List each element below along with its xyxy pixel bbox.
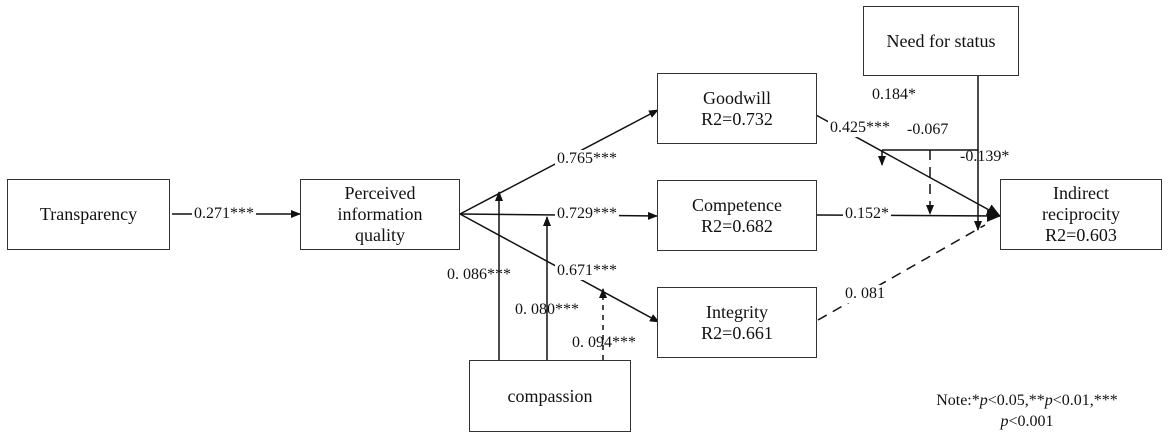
node-piq-label-2: information	[337, 204, 423, 224]
coef-piq-integrity: 0.671***	[555, 262, 619, 280]
node-need-for-status: Need for status	[863, 6, 1019, 76]
node-piq-label-3: quality	[355, 225, 405, 245]
coef-status-goodwill-ir: 0.184*	[872, 86, 916, 103]
node-ir-r2: R2=0.603	[1045, 225, 1117, 245]
coef-compassion-goodwill: 0. 086***	[447, 266, 511, 283]
coef-competence-ir: 0.152*	[843, 205, 891, 223]
coef-status-competence-ir: -0.067	[905, 121, 951, 139]
node-ir-label-1: Indirect	[1053, 183, 1109, 203]
coef-compassion-competence: 0. 080***	[515, 301, 579, 318]
node-ir-label-2: reciprocity	[1042, 204, 1120, 224]
node-goodwill-label: Goodwill	[702, 87, 771, 108]
node-transparency: Transparency	[7, 179, 170, 250]
coef-integrity-ir: 0. 081	[843, 285, 887, 303]
coef-compassion-integrity: 0. 094***	[572, 334, 636, 351]
coef-status-integrity-ir: -0.139*	[960, 148, 1010, 165]
node-goodwill: Goodwill R2=0.732	[657, 73, 817, 144]
node-compassion: compassion	[469, 360, 631, 432]
node-integrity-label: Integrity	[706, 301, 768, 322]
node-need-for-status-label: Need for status	[886, 30, 996, 51]
coef-piq-competence: 0.729***	[555, 205, 619, 223]
arrow-integrity-ir	[817, 224, 986, 321]
node-competence-r2: R2=0.682	[701, 215, 773, 236]
node-perceived-information-quality: Perceived information quality	[300, 179, 460, 250]
node-goodwill-r2: R2=0.732	[701, 108, 773, 129]
node-transparency-label: Transparency	[39, 204, 138, 224]
node-compassion-label: compassion	[507, 385, 593, 406]
coef-transparency-piq: 0.271***	[192, 205, 256, 223]
coef-goodwill-ir: 0.425***	[828, 119, 892, 137]
significance-note-line-2: p<0.001	[1000, 413, 1054, 430]
node-piq-label-1: Perceived	[344, 183, 416, 203]
significance-note-line-1: Note:*p<0.05,**p<0.01,***	[936, 392, 1118, 409]
node-integrity: Integrity R2=0.661	[657, 287, 817, 358]
node-competence-label: Competence	[692, 194, 782, 215]
coef-piq-goodwill: 0.765***	[555, 150, 619, 168]
significance-note: Note:*p<0.05,**p<0.01,*** p<0.001	[892, 390, 1162, 432]
node-indirect-reciprocity: Indirect reciprocity R2=0.603	[1000, 179, 1162, 250]
node-integrity-r2: R2=0.661	[701, 322, 773, 343]
node-competence: Competence R2=0.682	[657, 180, 817, 251]
